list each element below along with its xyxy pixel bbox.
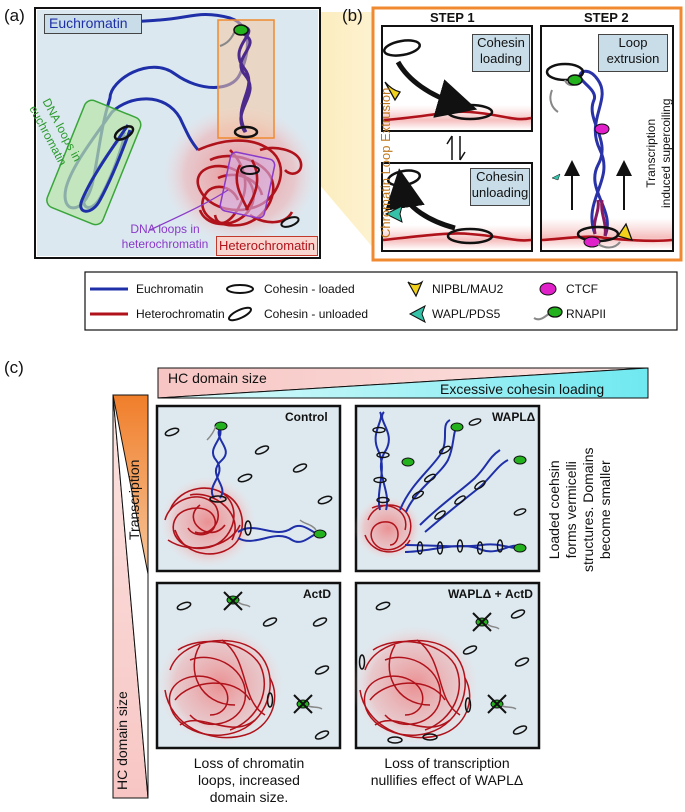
heterochromatin-title: Heterochromatin xyxy=(216,236,318,256)
panel-a-graphic xyxy=(34,7,375,259)
transcription-axis-label: Transcription xyxy=(126,459,142,540)
legend-heterochromatin: Heterochromatin xyxy=(136,307,225,321)
cohesin-loading-box: Cohesin loading xyxy=(472,34,530,72)
excessive-cohesin-label: Excessive cohesin loading xyxy=(440,381,605,397)
wapl-actd-cell-title: WAPLΔ + ActD xyxy=(448,587,533,601)
legend-rnapii: RNAPII xyxy=(566,307,607,321)
caption-right: Loss of transcription nullifies effect o… xyxy=(370,755,524,788)
legend-wapl: WAPL/PDS5 xyxy=(432,307,501,321)
panel-b-label: (b) xyxy=(342,6,363,25)
control-cell-title: Control xyxy=(285,410,328,424)
legend-ctcf: CTCF xyxy=(566,282,598,296)
step1-title: STEP 1 xyxy=(430,10,475,25)
actd-cell-title: ActD xyxy=(303,587,332,601)
legend-cohesin-unloaded: Cohesin - unloaded xyxy=(264,307,369,321)
hc-domain-size-top-label: HC domain size xyxy=(168,370,267,386)
transcription-supercoiling-label: Transcription induced supercoiling xyxy=(644,98,673,208)
hc-domain-size-left-label: HC domain size xyxy=(114,691,130,790)
legend-graphic xyxy=(84,271,678,331)
cohesin-unloading-box: Cohesin unloading xyxy=(470,168,530,206)
loop-extrusion-box: Loop extrusion xyxy=(598,34,668,72)
panel-c-label: (c) xyxy=(4,358,24,377)
loops-heterochromatin-label: DNA loops in heterochromatin xyxy=(121,222,209,251)
euchromatin-title: Euchromatin xyxy=(44,14,142,34)
panel-a-label: (a) xyxy=(4,6,25,25)
step2-title: STEP 2 xyxy=(584,10,629,25)
legend-cohesin-loaded: Cohesin - loaded xyxy=(264,282,355,296)
caption-left: Loss of chromatin loops, increased domai… xyxy=(193,755,305,805)
legend-euchromatin: Euchromatin xyxy=(136,282,204,296)
wapl-cell-title: WAPLΔ xyxy=(492,410,536,424)
wapl-effect-note: Loaded coehsin forms vermicelli structur… xyxy=(546,447,613,572)
chromatin-loop-extrusion-label: Chromatin Loop Extrusion xyxy=(378,87,393,238)
legend-nipbl: NIPBL/MAU2 xyxy=(432,282,504,296)
panel-c-graphic xyxy=(112,367,649,799)
